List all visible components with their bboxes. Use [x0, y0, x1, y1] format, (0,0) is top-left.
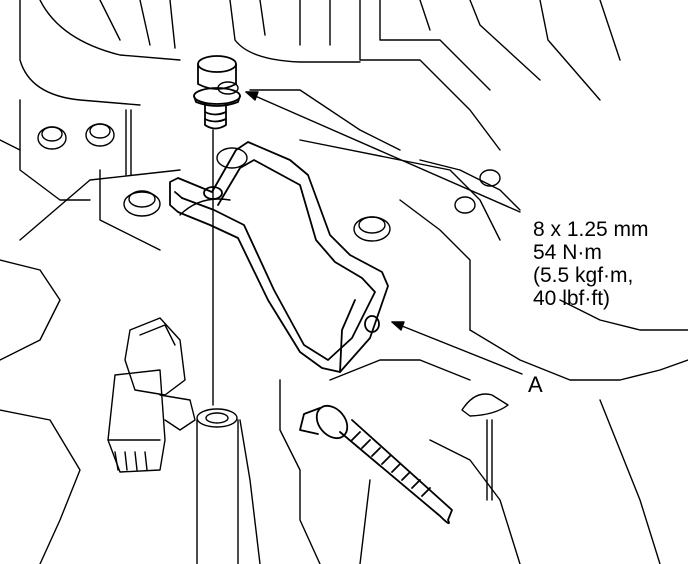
casting-fin [461, 393, 509, 417]
stud-bolt [299, 404, 453, 525]
bracket-a [169, 141, 389, 373]
leader-line-a [391, 321, 523, 375]
part-a-callout: A [528, 372, 543, 397]
tube [196, 408, 238, 428]
casting-bosses [37, 81, 501, 242]
torque-kgfm: (5.5 kgf·m, [533, 264, 634, 287]
torque-lbfft: 40 lbf·ft) [533, 287, 611, 310]
torque-spec-callout: 8 x 1.25 mm 54 N·m (5.5 kgf·m, 40 lbf·ft… [533, 218, 649, 310]
flange-bolt [193, 55, 241, 130]
leader-line-bolt [245, 91, 521, 213]
alignment-lines [125, 109, 493, 564]
sensor-connector [107, 317, 196, 473]
torque-nm: 54 N·m [533, 241, 602, 264]
torque-bolt-size: 8 x 1.25 mm [533, 218, 649, 241]
